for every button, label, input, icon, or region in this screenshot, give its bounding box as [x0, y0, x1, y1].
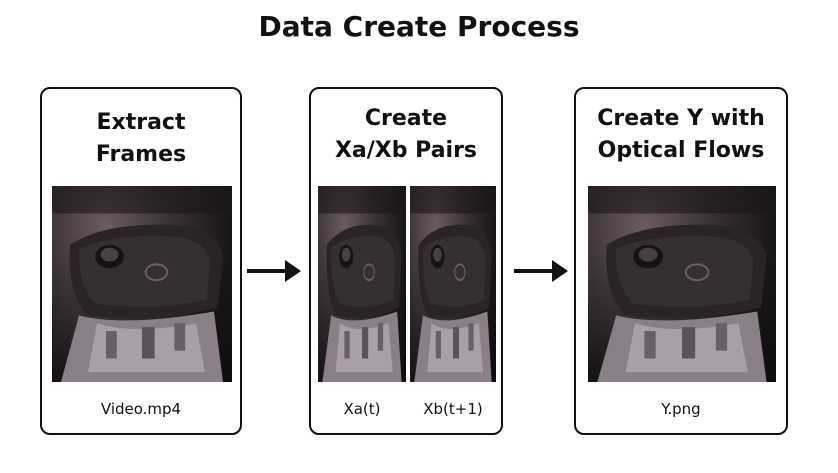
- xb-caption: Xb(t+1): [423, 400, 483, 418]
- xb-frame-image: [410, 186, 496, 382]
- video-caption: Video.mp4: [100, 400, 182, 418]
- arrow-right-icon: [514, 260, 568, 282]
- diagram-title: Data Create Process: [258, 10, 580, 43]
- step-extract-frames: Extract Frames Video.mp4: [40, 87, 242, 435]
- engine-frame-image: [52, 186, 232, 382]
- step-create-y: Create Y with Optical Flows Y.png: [574, 87, 788, 435]
- step-title-line1: Extract: [96, 110, 186, 135]
- step-title-line1: Create Y with: [597, 106, 765, 131]
- step-title-line2: Optical Flows: [597, 138, 765, 163]
- xa-caption: Xa(t): [343, 400, 381, 418]
- step-title-line2: Frames: [95, 142, 187, 167]
- y-caption: Y.png: [661, 400, 701, 418]
- arrow-right-icon: [247, 260, 301, 282]
- step-title-line1: Create: [364, 106, 448, 131]
- step-create-pairs: Create Xa/Xb Pairs Xa(t) Xb(t+1): [309, 87, 503, 435]
- xa-frame-image: [318, 186, 406, 382]
- step-title-line2: Xa/Xb Pairs: [334, 138, 478, 163]
- y-frame-image: [588, 186, 776, 382]
